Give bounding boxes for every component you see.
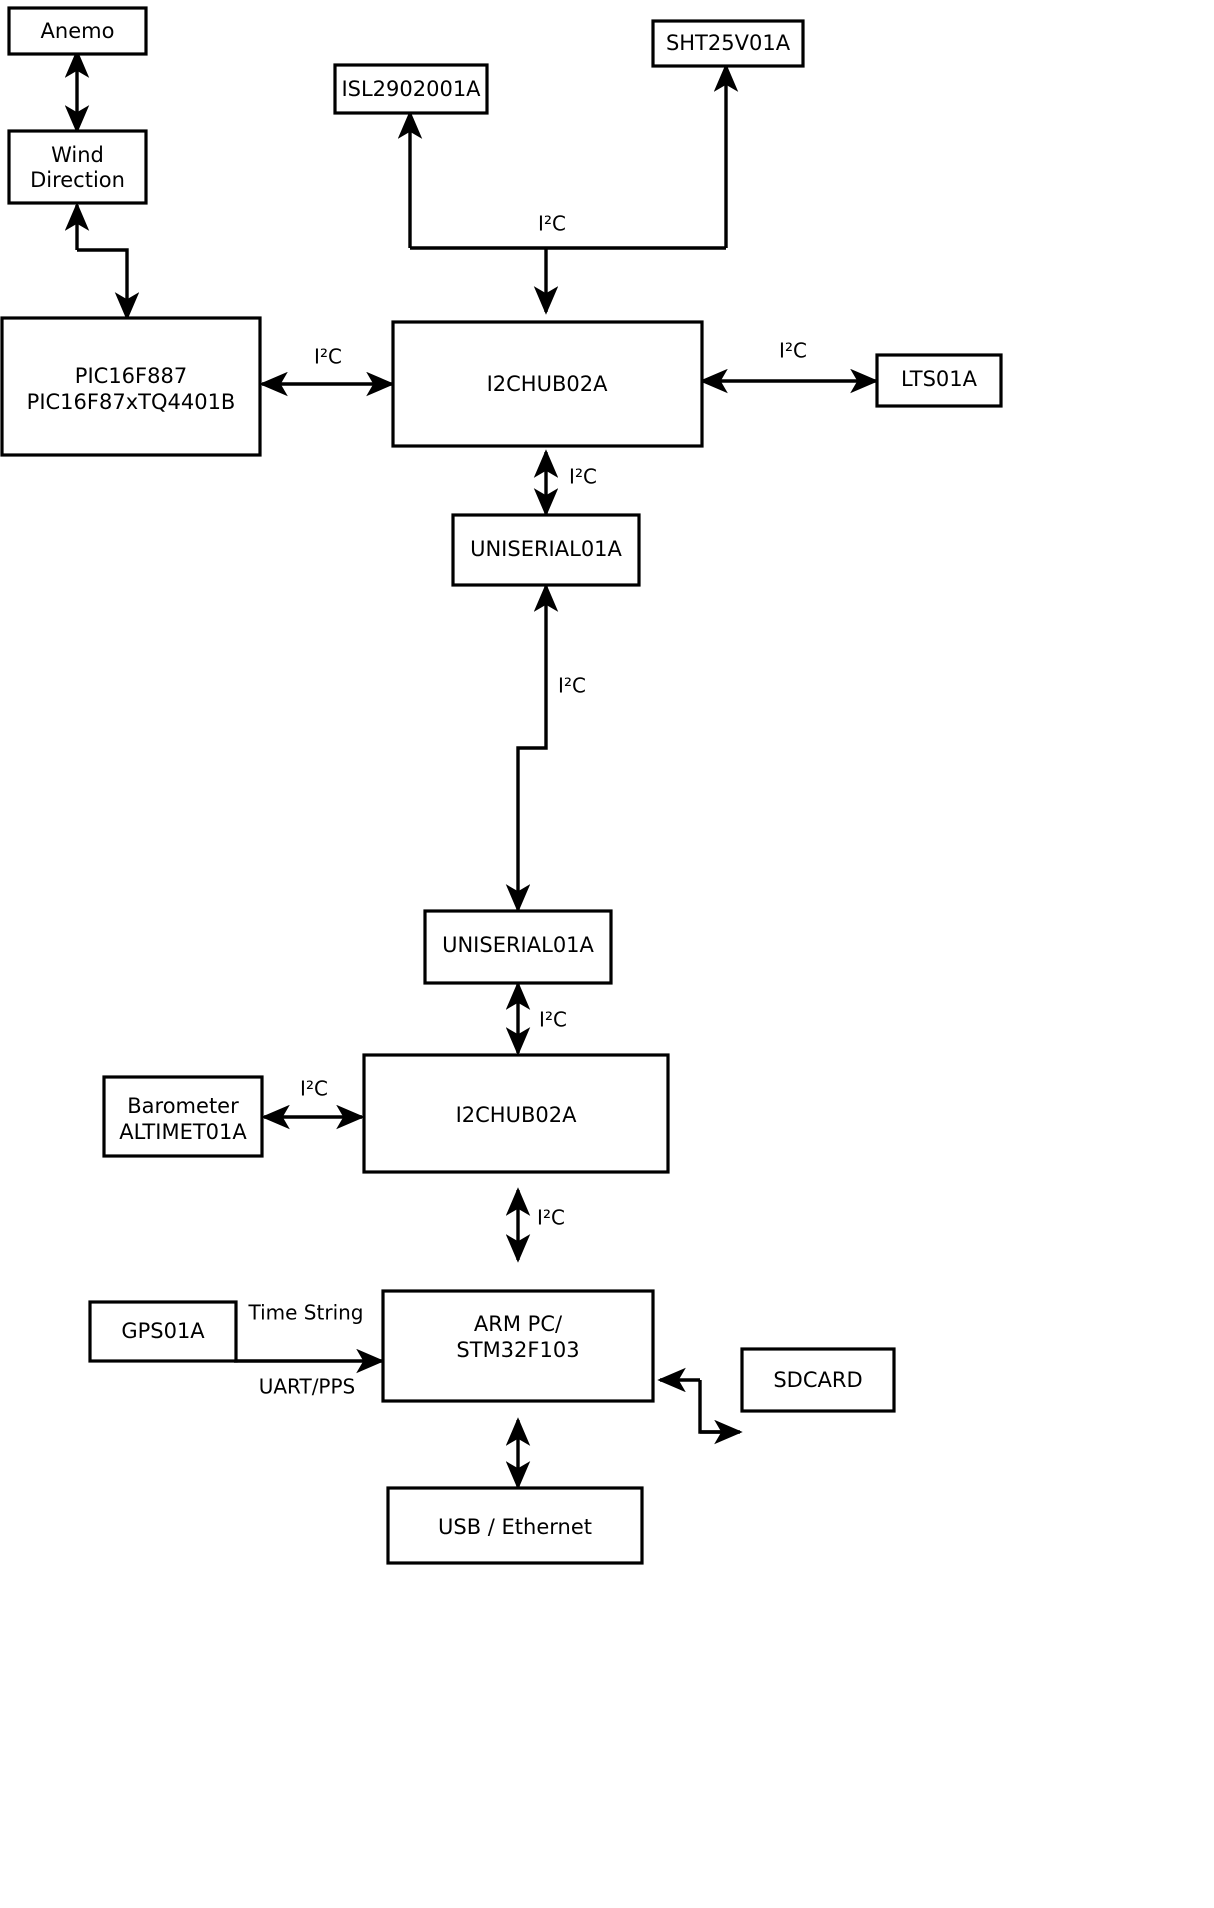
node-uniserial01a-bottom-label: UNISERIAL01A [442,933,594,957]
edge-label-uart-pps: UART/PPS [259,1375,356,1399]
node-barometer-label-line2: ALTIMET01A [119,1120,247,1144]
node-uniserial01a-bottom[interactable]: UNISERIAL01A [423,909,613,985]
node-pic16f887[interactable]: PIC16F887 PIC16F87xTQ4401B [0,316,262,457]
node-arm-pc-label-line2: STM32F103 [456,1338,579,1362]
node-sht25v01a[interactable]: SHT25V01A [651,19,805,68]
node-i2chub02a-bottom-label: I2CHUB02A [456,1103,578,1127]
edge-label-i2c-hub2-arm: I²C [537,1206,565,1230]
node-isl2902001a-label: ISL2902001A [341,77,481,101]
node-barometer-label-line1: Barometer [127,1094,239,1118]
edge-label-i2c-hub-uniserial: I²C [569,465,597,489]
edge-label-i2c-pic-hub: I²C [314,345,342,369]
node-arm-pc-label-line1: ARM PC/ [474,1312,563,1336]
node-i2chub02a-top[interactable]: I2CHUB02A [391,320,704,448]
node-anemo[interactable]: Anemo [7,6,148,56]
node-uniserial01a-top-label: UNISERIAL01A [470,537,622,561]
edge-hubtop-isl-sht [397,63,739,315]
node-isl2902001a[interactable]: ISL2902001A [333,63,489,115]
node-arm-pc-stm32f103[interactable]: ARM PC/ STM32F103 [381,1289,655,1403]
node-sdcard[interactable]: SDCARD [740,1347,896,1413]
edge-pic-wind [64,202,140,321]
node-sdcard-label: SDCARD [773,1368,862,1392]
edge-uniserialbot-uniserialtop [505,583,559,913]
edge-label-i2c-uniserial-uniserial: I²C [558,674,586,698]
node-gps01a[interactable]: GPS01A [88,1300,238,1363]
node-sht25v01a-label: SHT25V01A [666,31,791,55]
node-anemo-label: Anemo [41,19,115,43]
node-wind-direction-label-line1: Wind [51,143,104,167]
node-usb-ethernet[interactable]: USB / Ethernet [386,1486,644,1565]
node-uniserial01a-top[interactable]: UNISERIAL01A [451,513,641,587]
edge-label-time-string: Time String [248,1301,364,1325]
edge-label-i2c-top-bus: I²C [538,212,566,236]
node-lts01a-label: LTS01A [901,367,978,391]
edge-label-i2c-hub-lts: I²C [779,339,807,363]
node-i2chub02a-bottom[interactable]: I2CHUB02A [362,1053,670,1174]
node-barometer-altimet01a[interactable]: Barometer ALTIMET01A [102,1075,264,1158]
node-usb-ethernet-label: USB / Ethernet [438,1515,592,1539]
node-lts01a[interactable]: LTS01A [875,353,1003,408]
node-i2chub02a-top-label: I2CHUB02A [487,372,609,396]
node-gps01a-label: GPS01A [121,1319,205,1343]
edge-label-i2c-uniserial-hub2: I²C [539,1008,567,1032]
edge-arm-sdcard [657,1367,743,1445]
node-pic16f887-label-line1: PIC16F887 [75,364,187,388]
node-pic16f887-label-line2: PIC16F87xTQ4401B [27,390,236,414]
edge-label-i2c-baro-hub2: I²C [300,1077,328,1101]
node-wind-direction-label-line2: Direction [30,168,125,192]
node-wind-direction[interactable]: Wind Direction [7,129,148,205]
